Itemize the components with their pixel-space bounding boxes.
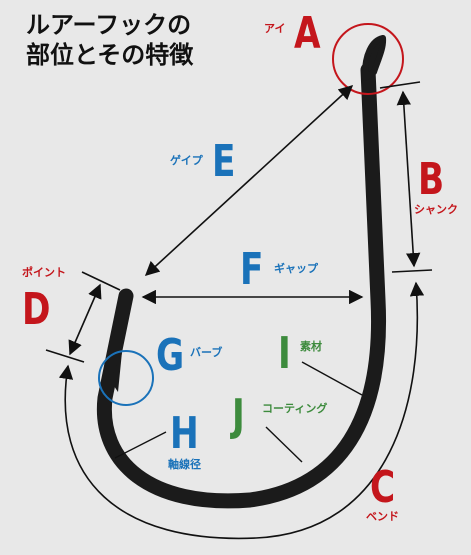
label-d-point: ポイント — [22, 266, 66, 279]
shank-arrow — [396, 90, 421, 268]
label-g-barb: バーブ — [190, 346, 223, 359]
label-h-wire-diameter: 軸線径 — [168, 458, 201, 471]
letter-g: G — [156, 330, 185, 381]
title-line-1: ルアーフックの — [26, 11, 192, 39]
letter-h: H — [170, 408, 199, 459]
shank-tick-bottom — [391, 269, 433, 273]
hook-eye — [361, 35, 387, 81]
coating-leader — [265, 426, 303, 463]
page-title: ルアーフックの 部位とその特徴 — [26, 10, 193, 70]
point-tick-top — [81, 271, 121, 291]
point-tick-bottom — [45, 349, 85, 363]
gape-arrow — [144, 85, 354, 276]
hook-shank — [96, 62, 387, 509]
shank-tick-top — [379, 81, 421, 89]
material-leader — [301, 361, 363, 396]
label-i-material: 素材 — [300, 340, 322, 353]
letter-b: B — [418, 154, 445, 205]
letter-f: F — [240, 244, 264, 295]
letter-i: I — [278, 328, 291, 379]
title-line-2: 部位とその特徴 — [26, 41, 194, 69]
label-j-coating: コーティング — [262, 402, 328, 415]
point-arrow — [68, 283, 102, 356]
wire-diameter-leader — [114, 431, 167, 459]
letter-d: D — [22, 284, 51, 335]
label-b-shank: シャンク — [414, 203, 458, 216]
label-f-gap: ギャップ — [274, 262, 318, 275]
label-a-eye: アイ — [264, 22, 286, 35]
letter-j: J — [232, 390, 245, 441]
eye-circle — [332, 23, 404, 95]
letter-e: E — [212, 136, 236, 187]
letter-a: A — [294, 8, 321, 59]
label-c-bend: ベンド — [366, 510, 399, 523]
bend-arrow — [58, 281, 425, 540]
letter-c: C — [370, 462, 396, 513]
label-e-gape: ゲイプ — [170, 154, 203, 167]
